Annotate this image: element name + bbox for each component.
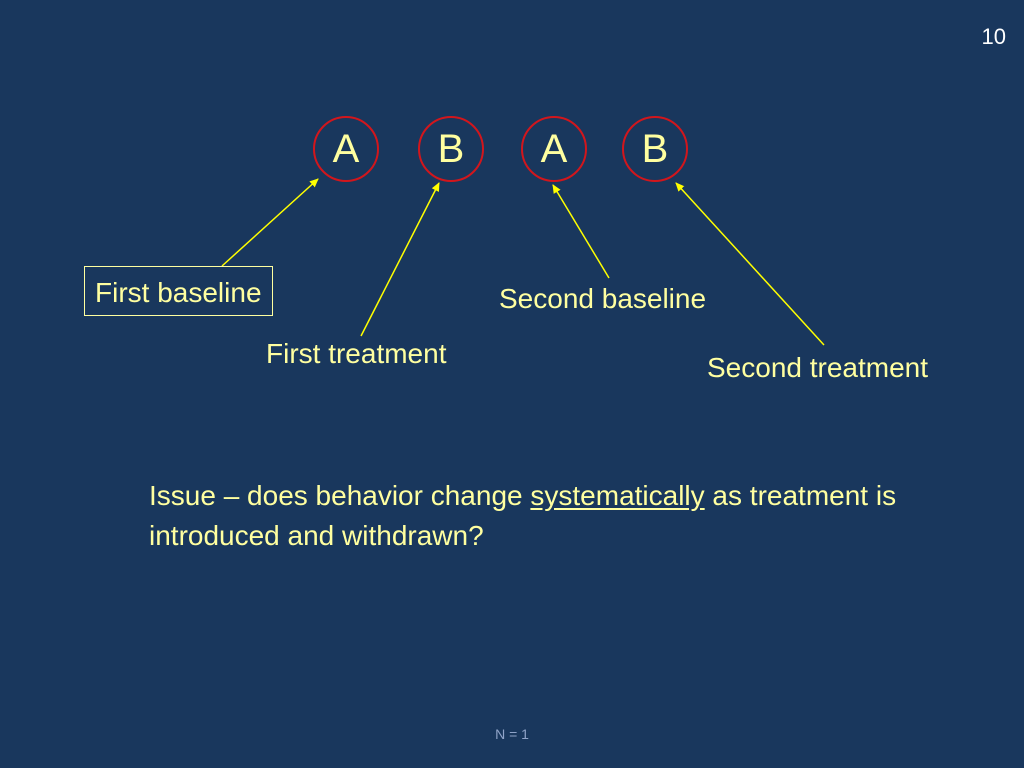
footer-note: N = 1 xyxy=(495,726,529,742)
phase-circle-b2: B xyxy=(622,116,688,182)
issue-text-after: as treatment is introduced and withdrawn… xyxy=(149,480,897,551)
phase-circle-b1: B xyxy=(418,116,484,182)
issue-statement: Issue – does behavior change systematica… xyxy=(149,476,909,556)
label-first-treatment: First treatment xyxy=(266,338,447,369)
slide-number: 10 xyxy=(981,24,1006,49)
arrow-second-baseline xyxy=(552,184,610,279)
phase-circle-a1: A xyxy=(313,116,379,182)
arrow-first-treatment xyxy=(360,182,440,337)
issue-text-before: Issue – does behavior change xyxy=(149,480,531,511)
arrow-first-baseline xyxy=(221,178,319,267)
label-second-baseline: Second baseline xyxy=(499,283,707,314)
label-second-treatment: Second treatment xyxy=(707,352,929,383)
phase-circle-a2: A xyxy=(521,116,587,182)
label-first-baseline: First baseline xyxy=(84,266,273,316)
issue-emphasis: systematically xyxy=(530,480,705,511)
arrow-second-treatment xyxy=(675,182,825,346)
